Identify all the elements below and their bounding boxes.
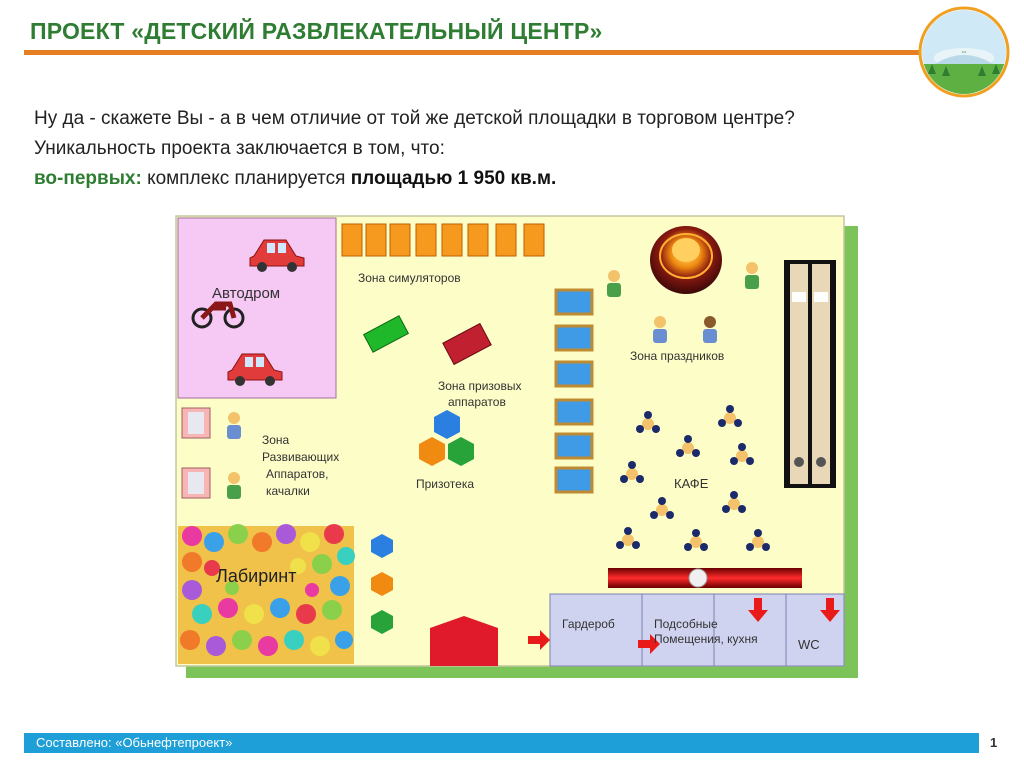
label-zona-razv-4: качалки bbox=[266, 484, 310, 498]
highlight-first: во-первых: bbox=[34, 168, 142, 189]
prizoteka-hexagons bbox=[419, 410, 474, 466]
label-kafe: КАФЕ bbox=[674, 476, 709, 491]
motorcycle-icon bbox=[191, 301, 245, 329]
arrow-down-icon bbox=[820, 598, 840, 622]
person-icon bbox=[227, 412, 241, 439]
slide-body: Ну да - скажете Вы - а в чем отличие от … bbox=[34, 104, 795, 194]
person-icon bbox=[227, 472, 241, 499]
label-podsob-2: Помещения, кухня bbox=[654, 632, 758, 646]
bar-lamp bbox=[688, 568, 708, 588]
prize-machine-green bbox=[362, 315, 410, 353]
label-wc: WC bbox=[798, 637, 820, 652]
hexagon-orange bbox=[371, 572, 393, 596]
area-value: площадью 1 950 кв.м. bbox=[350, 168, 557, 189]
label-zona-simulyatorov: Зона симуляторов bbox=[358, 271, 461, 285]
person-icon bbox=[653, 316, 667, 343]
label-zona-razv-1: Зона bbox=[262, 433, 290, 447]
entrance-building bbox=[430, 616, 498, 666]
prize-machine-red bbox=[442, 322, 492, 366]
footer-text: Составлено: «Обьнефтепроект» bbox=[36, 735, 233, 750]
label-avtodrom: Автодром bbox=[212, 285, 280, 302]
body-line-3-text: комплекс планируется bbox=[141, 168, 351, 189]
cafe-tables bbox=[616, 405, 770, 551]
celebration-stage bbox=[650, 226, 722, 294]
page-number: 1 bbox=[990, 735, 998, 750]
slide-title: ПРОЕКТ «ДЕТСКИЙ РАЗВЛЕКАТЕЛЬНЫЙ ЦЕНТР» bbox=[30, 18, 603, 44]
zone-labirint: Лабиринт bbox=[178, 524, 355, 664]
title-underline bbox=[24, 50, 920, 55]
arrow-right-icon bbox=[528, 630, 550, 650]
footer-bar bbox=[24, 733, 979, 753]
logo-text: ••• bbox=[962, 49, 967, 54]
label-zona-razv-2: Развивающих bbox=[262, 450, 339, 464]
label-garderob: Гардероб bbox=[562, 617, 615, 631]
company-logo: ••• bbox=[918, 6, 1010, 98]
arrow-down-icon bbox=[748, 598, 768, 622]
arrow-right-icon bbox=[638, 634, 660, 654]
person-icon bbox=[745, 262, 759, 289]
body-line-1: Ну да - скажете Вы - а в чем отличие от … bbox=[34, 108, 795, 129]
label-zona-prizovyh-1: Зона призовых bbox=[438, 379, 521, 393]
person-icon bbox=[703, 316, 717, 343]
body-line-2: Уникальность проекта заключается в том, … bbox=[34, 138, 445, 159]
car-icon bbox=[249, 239, 305, 272]
label-zona-prizovyh-2: аппаратов bbox=[448, 395, 506, 409]
car-icon bbox=[227, 353, 283, 386]
bowling-lanes bbox=[784, 260, 836, 488]
simulators-row bbox=[341, 223, 545, 257]
body-line-3: во-первых: комплекс планируется площадью… bbox=[34, 164, 795, 194]
hexagon-blue bbox=[371, 534, 393, 558]
label-zona-razv-3: Аппаратов, bbox=[266, 467, 329, 481]
label-prizoteka: Призотека bbox=[416, 477, 474, 491]
person-icon bbox=[607, 270, 621, 297]
label-zona-prazdnikov: Зона праздников bbox=[630, 349, 724, 363]
hexagon-green bbox=[371, 610, 393, 634]
service-rooms: Гардероб Подсобные Помещения, кухня WC bbox=[528, 593, 845, 667]
zone-developing: Зона Развивающих Аппаратов, качалки bbox=[181, 407, 339, 499]
label-labirint: Лабиринт bbox=[216, 566, 296, 586]
label-podsob-1: Подсобные bbox=[654, 617, 718, 631]
floor-plan: Автодром Зона симуляторов Зона призовых … bbox=[175, 215, 858, 678]
blue-machines bbox=[554, 288, 594, 494]
zone-avtodrom: Автодром bbox=[177, 217, 337, 399]
